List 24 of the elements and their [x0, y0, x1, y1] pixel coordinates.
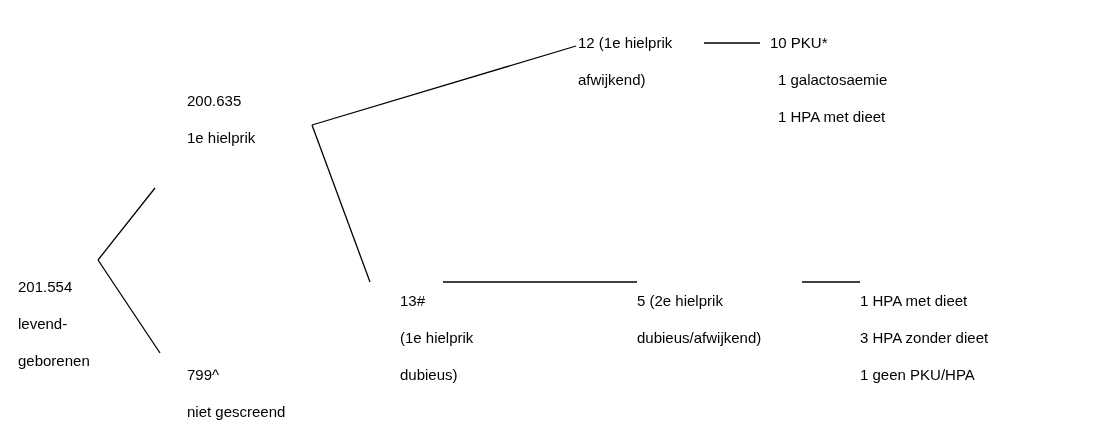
- node-label: 5 (2e hielprik dubieus/afwijkend): [637, 291, 763, 348]
- node-label: 1 HPA met dieet: [778, 107, 886, 127]
- node-label: geborenen: [18, 351, 90, 371]
- node-label: 10 PKU*: [770, 33, 828, 53]
- connector-line: [311, 45, 577, 126]
- node-label: 1 geen PKU/HPA: [860, 365, 975, 385]
- node-label: 3 HPA zonder dieet: [860, 328, 989, 348]
- node-label: 201.554: [18, 277, 73, 297]
- node-label: 1 galactosaemie: [778, 70, 888, 90]
- connector-line: [801, 281, 861, 283]
- connector-line: [97, 259, 161, 354]
- connector-line: [97, 187, 156, 261]
- connector-line: [442, 281, 638, 283]
- connector-line: [311, 124, 371, 283]
- node-label: 1 HPA met dieet: [860, 291, 968, 311]
- node-label: levend-: [18, 314, 68, 334]
- node-label: niet gescreend: [187, 402, 286, 422]
- connector-line: [703, 42, 761, 44]
- node-label: 1e hielprik: [187, 128, 256, 148]
- node-label: 13#: [400, 291, 426, 311]
- node-label: 12 (1e hielprik afwijkend): [578, 33, 674, 90]
- node-label: (1e hielprik dubieus): [400, 328, 475, 385]
- node-label: 200.635: [187, 91, 242, 111]
- node-label: 799^: [187, 365, 220, 385]
